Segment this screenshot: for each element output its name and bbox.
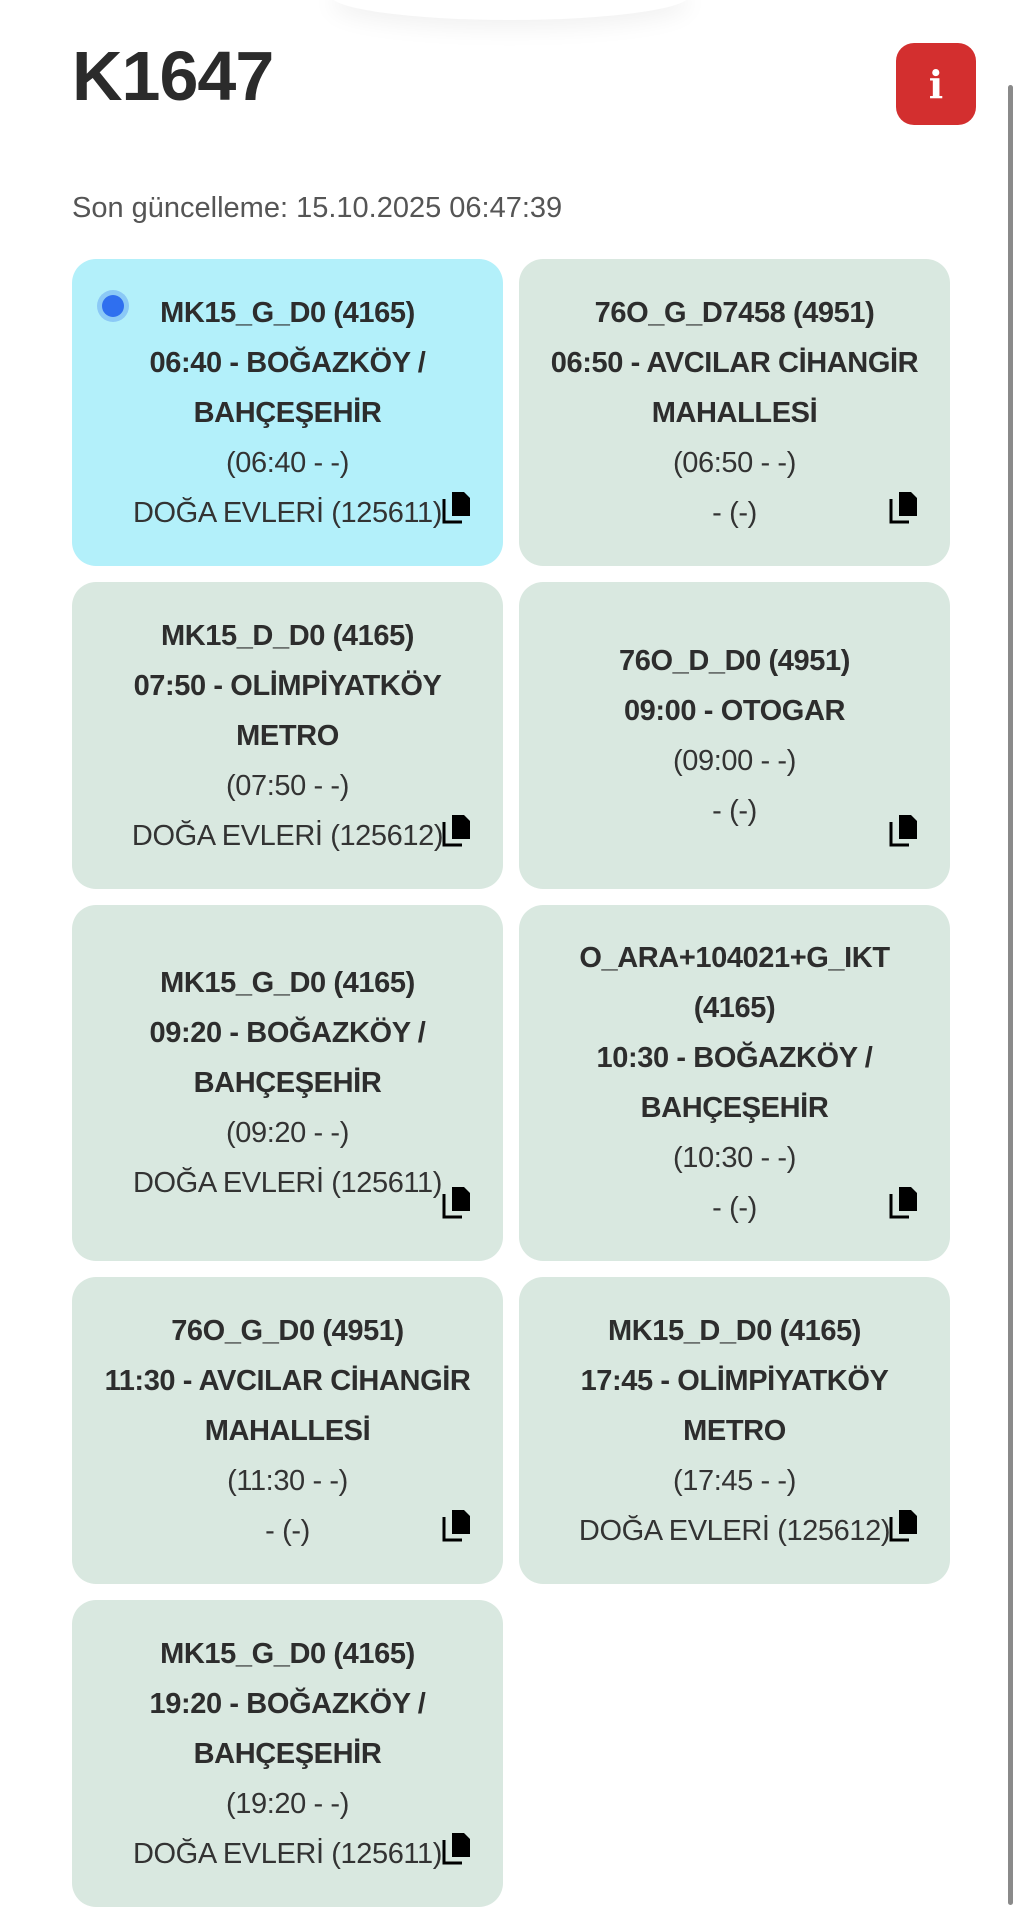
trip-time: (11:30 - -) <box>227 1464 348 1497</box>
trip-departure: 09:00 - OTOGAR <box>623 694 846 727</box>
trip-card[interactable]: MK15_G_D0 (4165) 19:20 - BOĞAZKÖY / BAHÇE… <box>72 1600 503 1907</box>
copy-icon[interactable] <box>888 813 918 847</box>
trip-departure: 19:20 - BOĞAZKÖY / BAHÇEŞEHİR <box>149 1687 426 1770</box>
copy-icon[interactable] <box>441 490 471 524</box>
trip-time: (06:40 - -) <box>226 446 349 479</box>
copy-icon[interactable] <box>441 1508 471 1542</box>
copy-icon[interactable] <box>441 813 471 847</box>
trip-card[interactable]: 76O_D_D0 (4951) 09:00 - OTOGAR (09:00 - -)… <box>519 582 950 889</box>
trip-departure: 06:50 - AVCILAR CİHANGİR MAHALLESİ <box>550 346 919 429</box>
copy-icon[interactable] <box>888 490 918 524</box>
trip-stop: DOĞA EVLERİ (125612) <box>578 1514 891 1547</box>
trip-stop: - (-) <box>265 1514 310 1547</box>
trip-time: (07:50 - -) <box>226 769 349 802</box>
trip-route-code: MK15_G_D0 (4165) <box>160 967 415 999</box>
trip-time: (10:30 - -) <box>673 1142 796 1174</box>
trip-time: (17:45 - -) <box>673 1464 796 1497</box>
trip-grid: MK15_G_D0 (4165) 06:40 - BOĞAZKÖY / BAHÇE… <box>72 259 950 1907</box>
trip-route-code: 76O_D_D0 (4951) <box>619 644 850 677</box>
trip-departure: 09:20 - BOĞAZKÖY / BAHÇEŞEHİR <box>149 1017 426 1099</box>
trip-time: (09:20 - -) <box>226 1117 349 1149</box>
trip-departure: 11:30 - AVCILAR CİHANGİR MAHALLESİ <box>104 1364 471 1447</box>
trip-route-code: 76O_G_D0 (4951) <box>171 1314 404 1347</box>
last-update-text: Son güncelleme: 15.10.2025 06:47:39 <box>72 192 563 224</box>
trip-stop: - (-) <box>712 496 757 529</box>
trip-card[interactable]: O_ARA+104021+G_IKT (4165) 10:30 - BOĞAZKÖ… <box>519 905 950 1261</box>
trip-departure: 07:50 - OLİMPİYATKÖY METRO <box>133 669 442 752</box>
trip-stop: - (-) <box>712 1192 757 1224</box>
top-shadow <box>330 0 690 20</box>
trip-route-code: O_ARA+104021+G_IKT (4165) <box>579 942 890 1024</box>
copy-icon[interactable] <box>441 1831 471 1865</box>
scrollbar[interactable] <box>1008 85 1013 1905</box>
page-title: K1647 <box>72 37 274 115</box>
trip-stop: DOĞA EVLERİ (125611) <box>132 1837 442 1870</box>
trip-stop: - (-) <box>712 794 757 827</box>
trip-card[interactable]: 76O_G_D0 (4951) 11:30 - AVCILAR CİHANGİR … <box>72 1277 503 1584</box>
trip-card[interactable]: MK15_D_D0 (4165) 17:45 - OLİMPİYATKÖY MET… <box>519 1277 950 1584</box>
trip-card[interactable]: 76O_G_D7458 (4951) 06:50 - AVCILAR CİHANG… <box>519 259 950 566</box>
trip-route-code: 76O_G_D7458 (4951) <box>594 296 875 329</box>
current-trip-dot-icon <box>102 295 124 317</box>
info-button[interactable]: i <box>896 43 976 125</box>
trip-card[interactable]: MK15_D_D0 (4165) 07:50 - OLİMPİYATKÖY MET… <box>72 582 503 889</box>
trip-stop: DOĞA EVLERİ (125611) <box>132 1167 442 1199</box>
trip-card[interactable]: MK15_G_D0 (4165) 09:20 - BOĞAZKÖY / BAHÇE… <box>72 905 503 1261</box>
trip-stop: DOĞA EVLERİ (125611) <box>132 496 442 529</box>
trip-time: (06:50 - -) <box>673 446 796 479</box>
trip-route-code: MK15_D_D0 (4165) <box>160 619 415 652</box>
trip-route-code: MK15_G_D0 (4165) <box>160 296 415 329</box>
trip-time: (09:00 - -) <box>673 744 796 777</box>
copy-icon[interactable] <box>888 1185 918 1219</box>
trip-departure: 17:45 - OLİMPİYATKÖY METRO <box>580 1364 889 1447</box>
trip-route-code: MK15_D_D0 (4165) <box>607 1314 862 1347</box>
trip-departure: 06:40 - BOĞAZKÖY / BAHÇEŞEHİR <box>149 346 426 429</box>
trip-departure: 10:30 - BOĞAZKÖY / BAHÇEŞEHİR <box>596 1042 873 1124</box>
copy-icon[interactable] <box>888 1508 918 1542</box>
trip-route-code: MK15_G_D0 (4165) <box>160 1637 415 1670</box>
copy-icon[interactable] <box>441 1185 471 1219</box>
trip-stop: DOĞA EVLERİ (125612) <box>131 819 444 852</box>
trip-time: (19:20 - -) <box>226 1787 349 1820</box>
trip-card[interactable]: MK15_G_D0 (4165) 06:40 - BOĞAZKÖY / BAHÇE… <box>72 259 503 566</box>
